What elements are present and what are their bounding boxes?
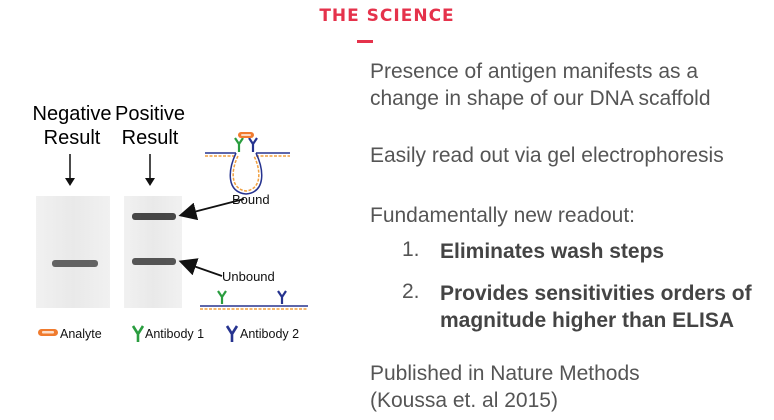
gel-diagram bbox=[36, 132, 308, 342]
gel-figure: Negative Result Positive Result bbox=[0, 0, 360, 420]
bound-label: Bound bbox=[232, 192, 270, 207]
point-antigen-shape: Presence of antigen manifests as a chang… bbox=[370, 60, 711, 110]
positive-lane bbox=[124, 196, 182, 308]
negative-result-label: Negative Result bbox=[32, 103, 112, 149]
analyte-icon bbox=[38, 329, 58, 336]
negative-lane-arrow bbox=[65, 154, 75, 186]
list-item-1-number: 1. bbox=[402, 238, 420, 261]
list-item-2-text: Provides sensitivities orders of magnitu… bbox=[440, 282, 752, 332]
citation: Published in Nature Methods (Koussa et. … bbox=[370, 362, 640, 412]
linear-dna-icon bbox=[200, 290, 308, 310]
positive-result-label: Positive Result bbox=[114, 103, 186, 149]
title-underline bbox=[357, 40, 373, 43]
unbound-arrow bbox=[178, 258, 223, 277]
positive-bound-band bbox=[132, 213, 176, 220]
unbound-label: Unbound bbox=[222, 269, 275, 284]
point-gel-readout: Easily read out via gel electrophoresis bbox=[370, 144, 724, 167]
negative-lane bbox=[36, 196, 110, 308]
bound-arrow bbox=[178, 198, 245, 221]
list-item-1-text: Eliminates wash steps bbox=[440, 240, 665, 263]
looped-dna-icon bbox=[205, 132, 290, 195]
positive-unbound-band bbox=[132, 258, 176, 265]
positive-lane-arrow bbox=[145, 154, 155, 186]
negative-unbound-band bbox=[52, 260, 98, 267]
legend-antibody2-label: Antibody 2 bbox=[240, 327, 300, 341]
antibody1-icon bbox=[131, 325, 145, 342]
point-new-readout: Fundamentally new readout: bbox=[370, 204, 635, 227]
legend-analyte-label: Analyte bbox=[60, 327, 102, 341]
section-title: THE SCIENCE bbox=[319, 6, 455, 26]
antibody2-icon bbox=[225, 325, 239, 342]
list-item-2-number: 2. bbox=[402, 280, 420, 303]
legend-antibody1-label: Antibody 1 bbox=[145, 327, 205, 341]
